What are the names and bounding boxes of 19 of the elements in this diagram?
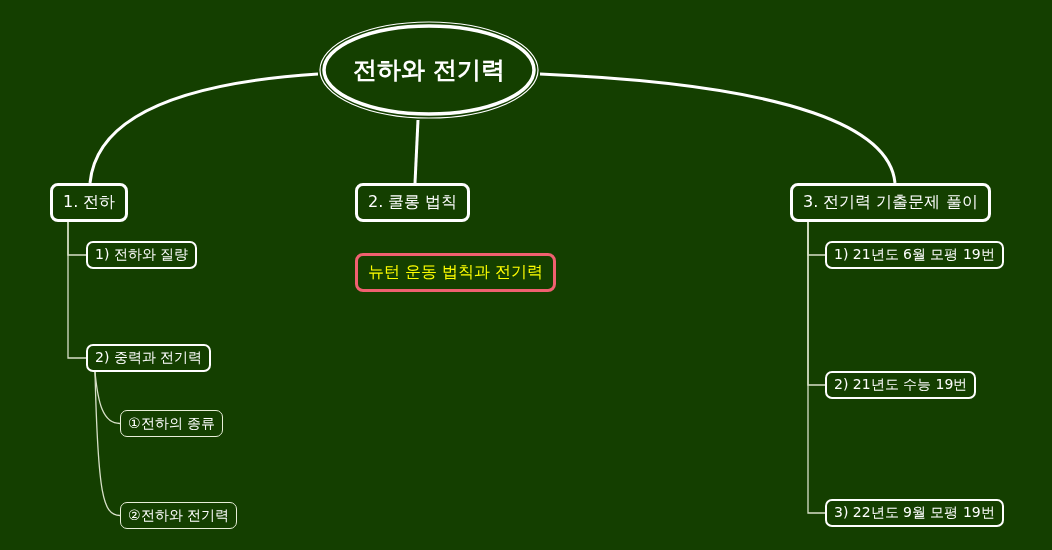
subtopic-box: ②전하와 전기력 bbox=[120, 502, 237, 529]
subtopic-box: 3) 22년도 9월 모평 19번 bbox=[825, 499, 1004, 527]
subtopic-box: 2) 21년도 수능 19번 bbox=[825, 371, 977, 399]
topic-box: 2. 쿨롱 법칙 bbox=[355, 183, 471, 222]
central-topic-ellipse bbox=[318, 20, 540, 120]
subtopic-box: 2) 중력과 전기력 bbox=[86, 344, 212, 372]
connector-line bbox=[67, 221, 87, 359]
note-box: 뉴턴 운동 법칙과 전기력 bbox=[355, 253, 557, 292]
subtopic-box: 1) 전하와 질량 bbox=[86, 241, 198, 269]
connector-line bbox=[807, 221, 826, 514]
topic-box: 1. 전하 bbox=[50, 183, 129, 222]
connector-line bbox=[539, 72, 897, 184]
subtopic-box: 1) 21년도 6월 모평 19번 bbox=[825, 241, 1004, 269]
connector-line bbox=[94, 371, 121, 517]
subtopic-box: ①전하의 종류 bbox=[120, 410, 223, 437]
connector-line bbox=[88, 72, 319, 184]
topic-box: 3. 전기력 기출문제 풀이 bbox=[790, 183, 991, 222]
title-text: 전하와 전기력 bbox=[352, 55, 506, 86]
connector-line bbox=[413, 119, 420, 184]
